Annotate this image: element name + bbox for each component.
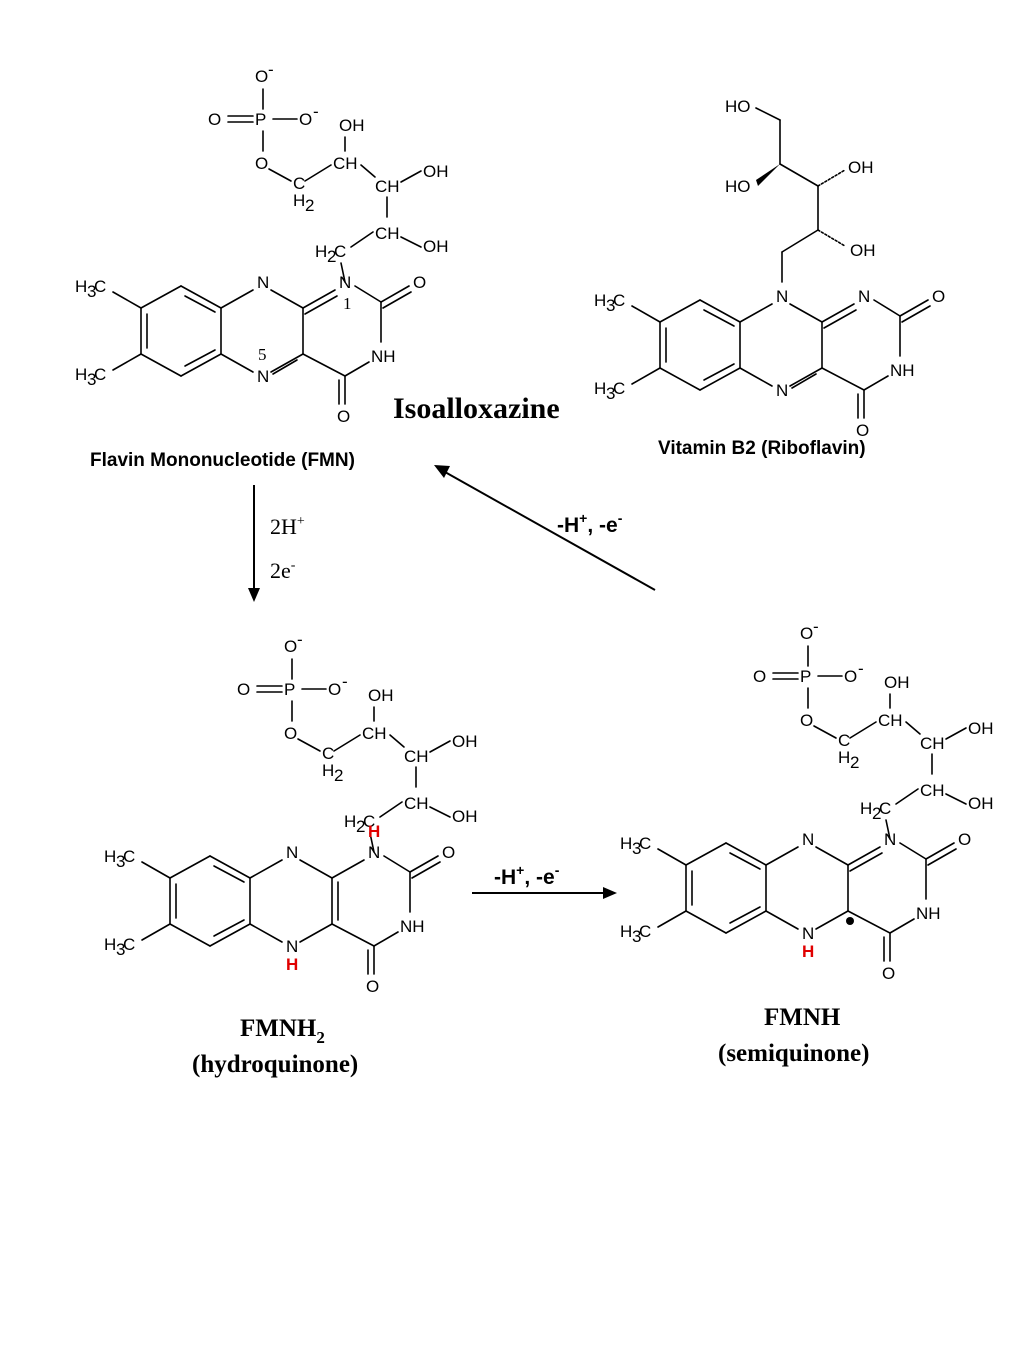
right-condition-label: -H+, -e- [494,862,560,889]
riboflavin-caption: Vitamin B2 (Riboflavin) [658,438,866,459]
svg-text:H: H [104,847,116,866]
svg-text:NH: NH [400,917,425,936]
svg-text:O: O [882,964,895,983]
svg-text:N: N [802,830,814,849]
fmn-caption: Flavin Mononucleotide (FMN) [90,450,355,471]
fmnh2-structure [236,629,479,853]
svg-text:N: N [286,843,298,862]
svg-text:C: C [639,922,651,941]
riboflavin-structure: HO HO OH OH [593,97,947,441]
svg-text:NH: NH [916,904,941,923]
reduction-h-label: 2H+ [270,514,305,539]
fmnh-name: FMNH [764,1004,841,1031]
fmnh-n5-hydrogen: H [802,942,814,961]
svg-text:N: N [884,830,896,849]
isoalloxazine-label: Isoalloxazine [393,392,560,425]
fmnh2-description: (hydroquinone) [192,1051,358,1078]
diagonal-condition-label: -H+, -e- [557,510,623,537]
svg-text:O: O [366,977,379,996]
svg-text:3: 3 [116,940,125,959]
svg-text:3: 3 [632,927,641,946]
svg-text:OH: OH [848,158,874,177]
svg-text:HO: HO [725,97,751,116]
fmnh2-name: FMNH2 [240,1015,325,1047]
fmnh2-n5-hydrogen: H [286,955,298,974]
svg-text:3: 3 [632,839,641,858]
fmn-structure [74,59,450,427]
radical-dot [846,917,854,925]
fmnh2-n1-hydrogen: H [368,822,380,841]
svg-text:O: O [958,830,971,849]
svg-text:O: O [442,843,455,862]
svg-text:C: C [123,935,135,954]
reduction-arrow [248,485,260,602]
oxidation-arrow-right [472,887,617,899]
reduction-e-label: 2e- [270,558,296,583]
svg-text:H: H [104,935,116,954]
ring-number-5: 5 [258,345,267,364]
svg-text:3: 3 [116,852,125,871]
svg-text:OH: OH [850,241,876,260]
fmnh-structure [752,616,995,840]
svg-text:H: H [620,922,632,941]
svg-text:HO: HO [725,177,751,196]
svg-text:H: H [620,834,632,853]
oxidation-arrow-diagonal [434,465,656,591]
fmnh-description: (semiquinone) [718,1040,869,1067]
ring-number-1: 1 [343,294,352,313]
svg-text:N: N [802,924,814,943]
svg-text:N: N [368,843,380,862]
svg-text:C: C [639,834,651,853]
svg-text:C: C [123,847,135,866]
svg-text:N: N [286,937,298,956]
